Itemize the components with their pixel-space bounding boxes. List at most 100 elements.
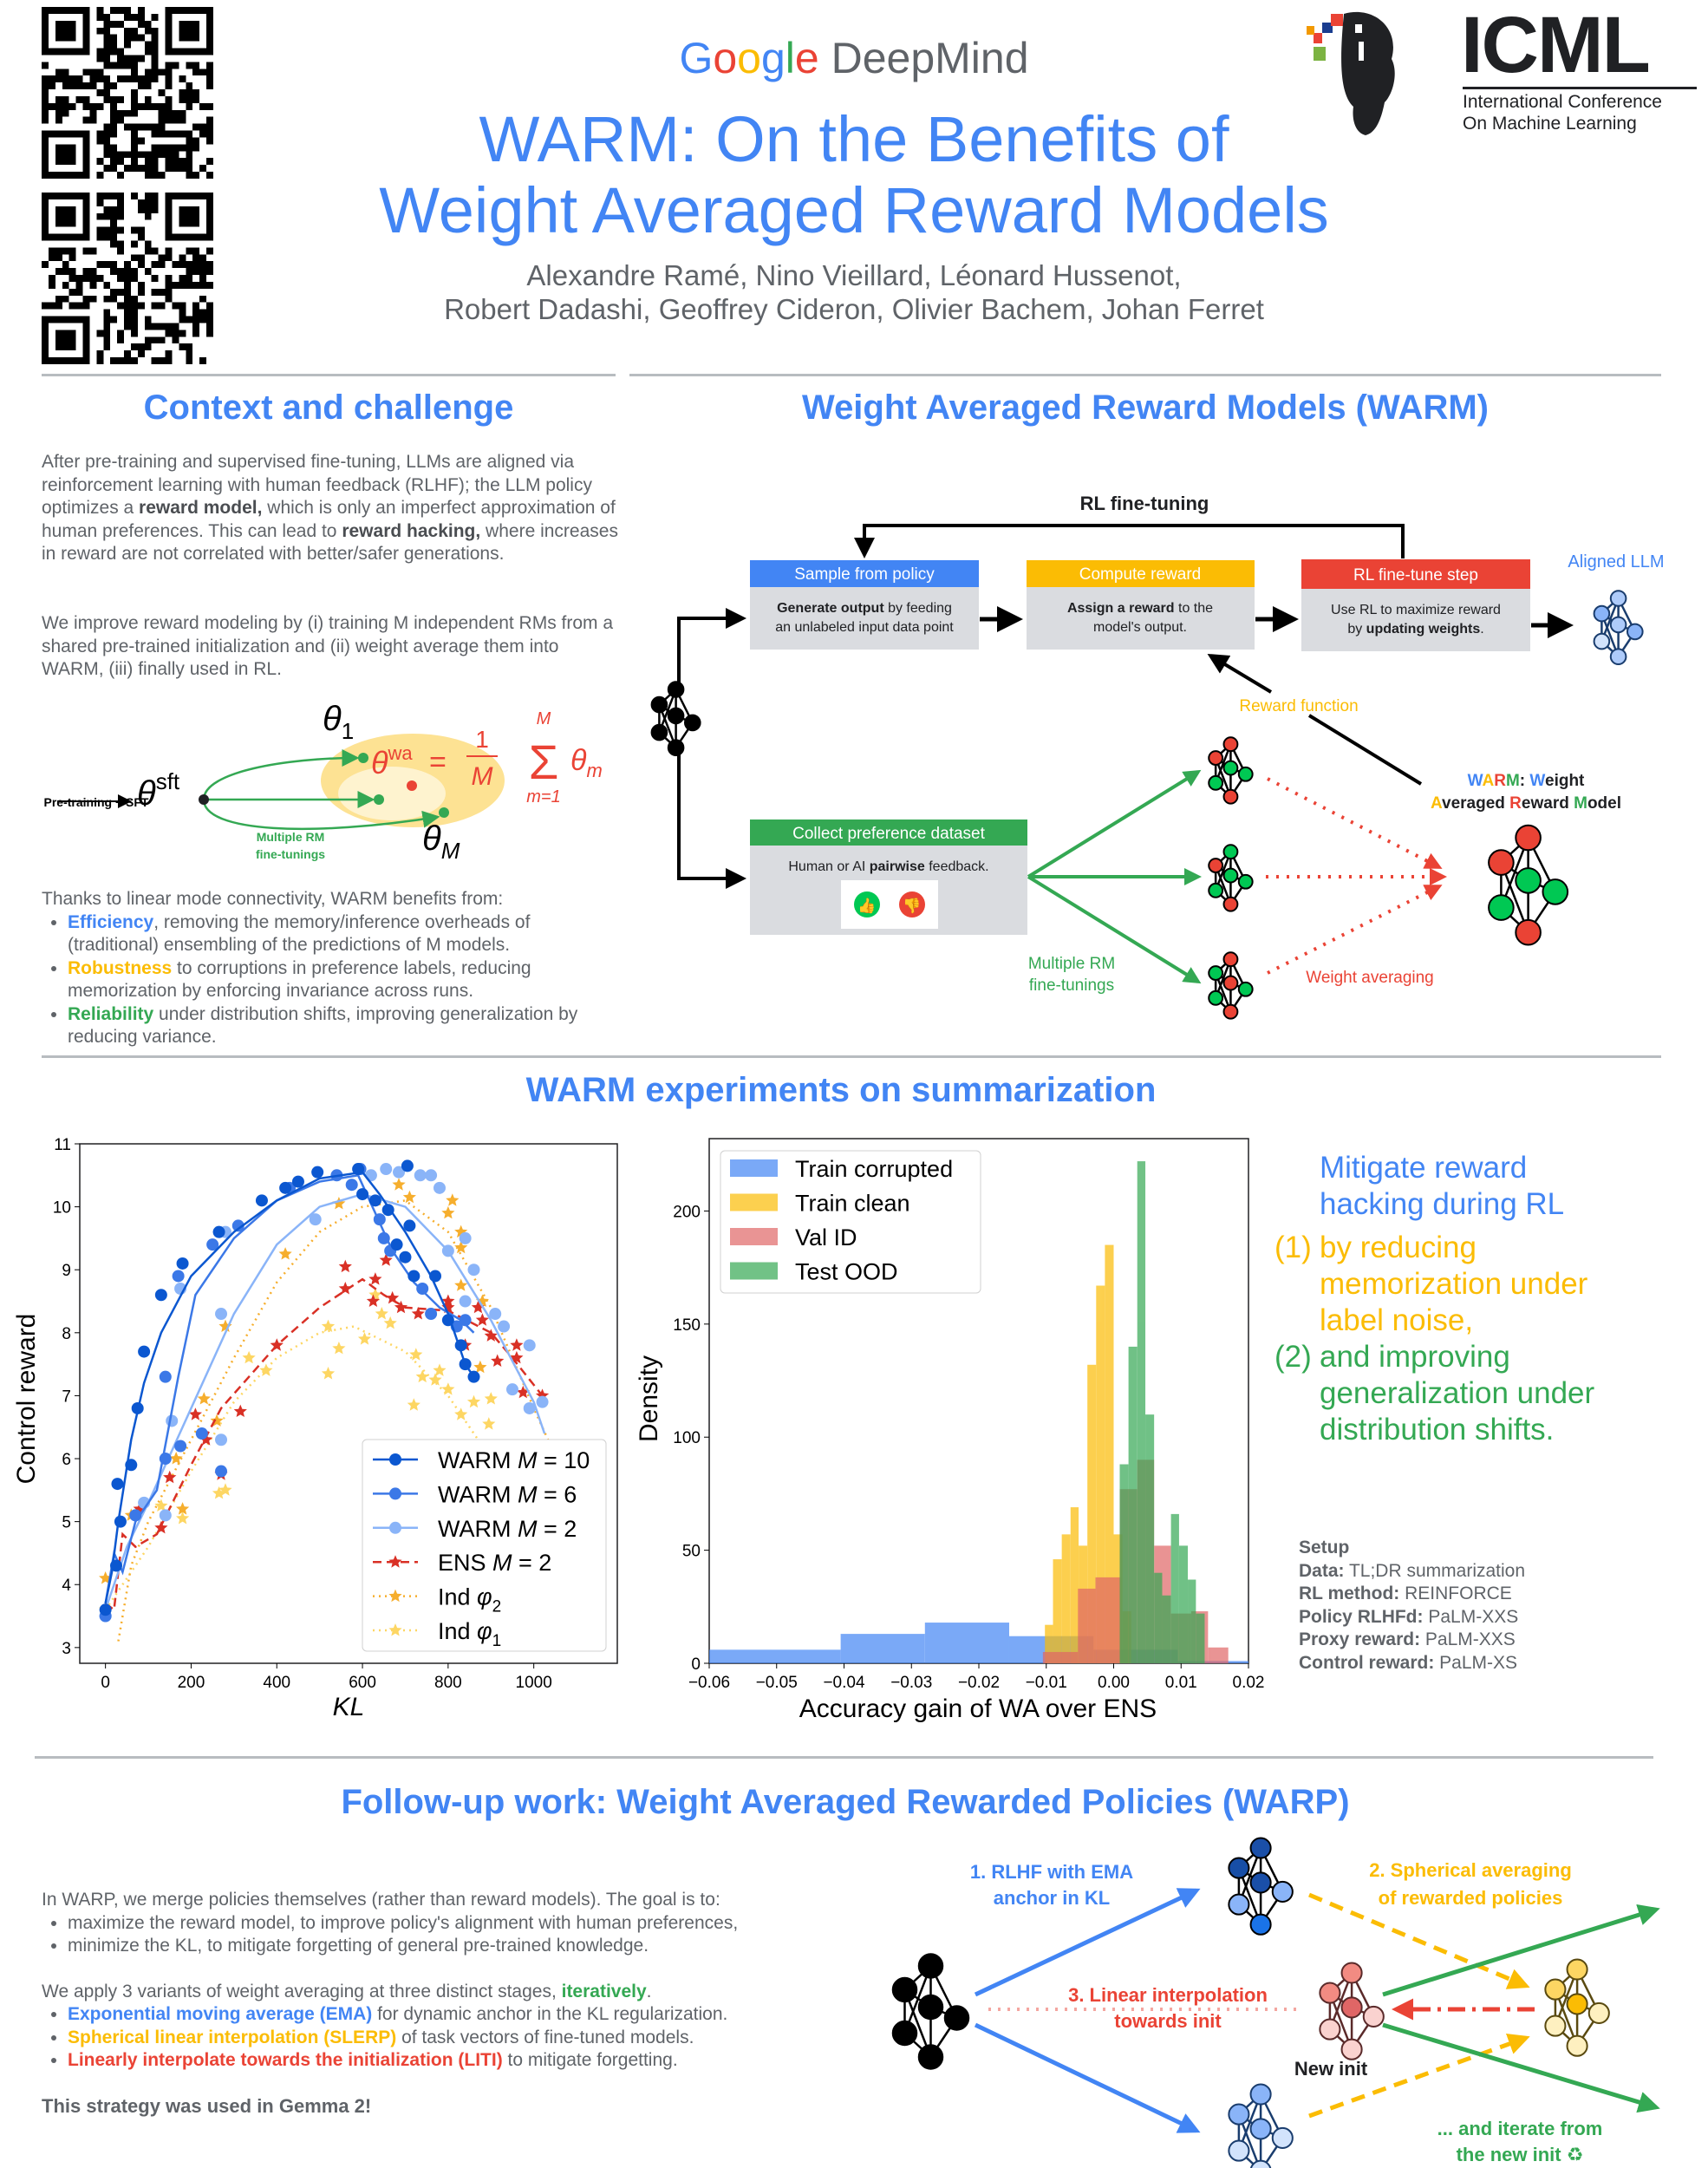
data-point: [199, 1433, 213, 1446]
data-point: [446, 1193, 460, 1206]
svg-text:an unlabeled input data point: an unlabeled input data point: [775, 620, 954, 635]
reward-function-label: Reward function: [1239, 697, 1358, 715]
data-point: [393, 1166, 406, 1179]
icml-subtitle-1: International Conference: [1463, 92, 1662, 112]
legend-patch: [730, 1159, 778, 1177]
network-node: [1208, 882, 1224, 898]
network-node: [1208, 858, 1224, 873]
histogram-bar: [1170, 1513, 1179, 1663]
network-node: [891, 2020, 918, 2047]
pretraining-label: Pre-training + SFT: [44, 795, 149, 809]
x-axis-label: KL: [333, 1693, 365, 1721]
finding-line: and improving: [1320, 1340, 1510, 1374]
legend-marker: [389, 1521, 401, 1534]
averaging-arrow: [1267, 777, 1443, 869]
benefits-list: Efficiency, removing the memory/inferenc…: [42, 911, 623, 1049]
data-point: [473, 1360, 487, 1374]
data-point: [375, 1307, 388, 1320]
x-tick-label: 800: [434, 1674, 462, 1692]
benefit-term: Robustness: [68, 957, 173, 978]
network-node: [1566, 1958, 1588, 1981]
rlhf-arrow: [974, 1888, 1201, 1997]
network-node: [1515, 867, 1542, 894]
setup-row: Data: TL;DR summarization: [1299, 1560, 1526, 1581]
histogram-bar: [1208, 1647, 1229, 1663]
legend-marker: [388, 1555, 402, 1568]
data-point: [218, 1319, 232, 1332]
data-point: [188, 1407, 202, 1420]
headline-line: hacking during RL: [1320, 1187, 1565, 1221]
data-point: [233, 1404, 247, 1417]
variant-ema: Exponential moving average (EMA) for dyn…: [68, 2003, 857, 2027]
setup-row: Policy RLHFd: PaLM-XXS: [1299, 1606, 1519, 1627]
text: where increases in reward are not correl…: [42, 520, 618, 565]
arrow-to-collect: [677, 750, 746, 889]
data-point: [441, 1244, 454, 1257]
warm-formula: θwa = 1 M M Σ m=1 θm: [371, 709, 603, 806]
data-point: [109, 1559, 122, 1572]
data-point: [433, 1363, 447, 1376]
data-point: [510, 1338, 524, 1351]
x-tick-label: −0.06: [688, 1674, 730, 1692]
data-point: [403, 1219, 416, 1232]
base-llm-network-icon: [650, 681, 701, 757]
y-tick-label: 150: [673, 1316, 701, 1335]
arrow-to-sample: [677, 608, 746, 687]
network-node: [1271, 1880, 1294, 1903]
network-node: [1249, 2083, 1272, 2106]
finding-number: (1): [1274, 1231, 1312, 1264]
legend-label: Test OOD: [795, 1259, 898, 1285]
svg-text:θwa: θwa: [371, 742, 413, 780]
rm-network-3-icon: [1208, 951, 1254, 1020]
policy-network-2-icon: [1228, 2083, 1294, 2168]
data-point: [377, 1231, 390, 1244]
collect-preference-box: Collect preference dataset Human or AI p…: [750, 820, 1027, 935]
theta-2-point: [374, 794, 384, 805]
network-node: [1542, 878, 1569, 905]
network-node: [1249, 2159, 1272, 2168]
legend-patch: [730, 1228, 778, 1245]
legend-patch: [730, 1193, 778, 1211]
new-init-label: New init: [1294, 2058, 1368, 2080]
data-point: [475, 1313, 489, 1326]
finetune-path-1: [202, 749, 360, 800]
iterate-arrow: [1382, 2022, 1660, 2113]
x-tick-label: 0.01: [1165, 1674, 1197, 1692]
data-point: [466, 1394, 481, 1408]
legend-label: Ind φ2: [438, 1584, 501, 1616]
data-point: [415, 1369, 429, 1383]
emph-reward-hacking: reward hacking,: [342, 520, 481, 541]
theta-1-point: [358, 753, 368, 763]
data-point: [309, 1213, 322, 1226]
x-tick-label: −0.04: [823, 1674, 865, 1692]
data-point: [154, 1499, 168, 1512]
data-point: [197, 1392, 211, 1405]
data-point: [218, 1483, 232, 1496]
network-node: [1222, 760, 1239, 776]
gemma-note: This strategy was used in Gemma 2!: [42, 2094, 372, 2117]
data-point: [386, 1290, 400, 1304]
network-node: [1566, 1993, 1588, 2015]
network-node: [1609, 616, 1627, 634]
data-point: [212, 1486, 226, 1499]
thumbs-down-icon: [899, 891, 925, 917]
qr-code-paper[interactable]: [42, 7, 213, 179]
network-node: [1228, 2103, 1250, 2126]
network-node: [1222, 975, 1239, 991]
warm-pipeline-diagram: RL fine-tuning Sample from policy Genera…: [650, 493, 1665, 1020]
network-node: [1544, 1978, 1567, 2001]
network-node: [1609, 590, 1627, 607]
network-node: [1237, 981, 1254, 997]
data-point: [212, 1225, 225, 1238]
network-node: [1488, 894, 1515, 921]
data-point: [401, 1159, 414, 1172]
y-tick-label: 9: [62, 1262, 71, 1280]
data-point: [129, 1509, 142, 1522]
histogram-bar: [1119, 1464, 1129, 1663]
qr-code-code[interactable]: [42, 193, 213, 364]
theta-m-label: θM: [422, 820, 460, 864]
svg-text:by updating weights.: by updating weights.: [1347, 622, 1483, 637]
histogram-bar: [1078, 1588, 1096, 1663]
